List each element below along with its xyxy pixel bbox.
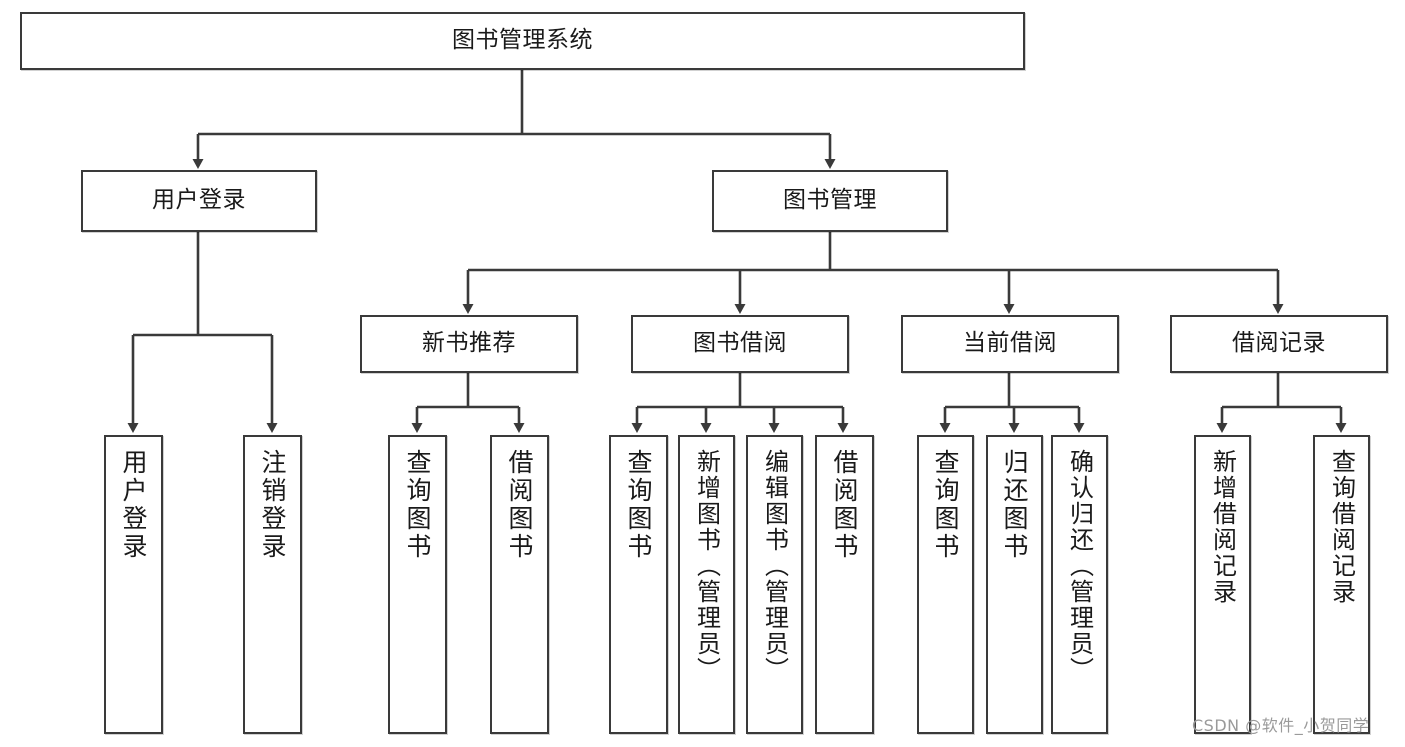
node-borrow-record[interactable]: 借阅记录 xyxy=(1170,315,1388,373)
leaf-add-record-label: 新增借阅记录 xyxy=(1208,449,1237,605)
node-current-borrow-label: 当前借阅 xyxy=(963,330,1057,357)
leaf-query-record-label: 查询借阅记录 xyxy=(1327,449,1356,605)
node-user-login[interactable]: 用户登录 xyxy=(81,170,317,232)
leaf-borrow-book-1[interactable]: 借阅图书 xyxy=(490,435,549,734)
node-book-manage[interactable]: 图书管理 xyxy=(712,170,948,232)
node-current-borrow[interactable]: 当前借阅 xyxy=(901,315,1119,373)
leaf-user-login-label: 用户登录 xyxy=(119,449,148,561)
leaf-query-book-3-label: 查询图书 xyxy=(931,449,960,561)
leaf-borrow-book-2[interactable]: 借阅图书 xyxy=(815,435,874,734)
leaf-add-book[interactable]: 新增图书（管理员） xyxy=(678,435,735,734)
leaf-query-book-2-label: 查询图书 xyxy=(624,449,653,561)
node-root-label: 图书管理系统 xyxy=(452,27,593,54)
node-book-borrow-label: 图书借阅 xyxy=(693,330,787,357)
leaf-confirm-return-label: 确认归还（管理员） xyxy=(1065,449,1094,683)
leaf-return-book-label: 归还图书 xyxy=(1000,449,1029,561)
node-user-login-label: 用户登录 xyxy=(152,187,246,214)
node-root[interactable]: 图书管理系统 xyxy=(20,12,1025,70)
node-new-book-rec-label: 新书推荐 xyxy=(422,330,516,357)
leaf-edit-book-label: 编辑图书（管理员） xyxy=(760,449,789,683)
leaf-query-book-1[interactable]: 查询图书 xyxy=(388,435,447,734)
leaf-query-record[interactable]: 查询借阅记录 xyxy=(1313,435,1370,734)
leaf-logout[interactable]: 注销登录 xyxy=(243,435,302,734)
leaf-add-book-label: 新增图书（管理员） xyxy=(692,449,721,683)
leaf-edit-book[interactable]: 编辑图书（管理员） xyxy=(746,435,803,734)
node-borrow-record-label: 借阅记录 xyxy=(1232,330,1326,357)
node-book-manage-label: 图书管理 xyxy=(783,187,877,214)
leaf-borrow-book-2-label: 借阅图书 xyxy=(830,449,859,561)
leaf-borrow-book-1-label: 借阅图书 xyxy=(505,449,534,561)
leaf-query-book-2[interactable]: 查询图书 xyxy=(609,435,668,734)
leaf-user-login[interactable]: 用户登录 xyxy=(104,435,163,734)
leaf-return-book[interactable]: 归还图书 xyxy=(986,435,1043,734)
node-book-borrow[interactable]: 图书借阅 xyxy=(631,315,849,373)
leaf-confirm-return[interactable]: 确认归还（管理员） xyxy=(1051,435,1108,734)
leaf-add-record[interactable]: 新增借阅记录 xyxy=(1194,435,1251,734)
leaf-query-book-3[interactable]: 查询图书 xyxy=(917,435,974,734)
leaf-query-book-1-label: 查询图书 xyxy=(403,449,432,561)
leaf-logout-label: 注销登录 xyxy=(258,449,287,561)
node-new-book-rec[interactable]: 新书推荐 xyxy=(360,315,578,373)
